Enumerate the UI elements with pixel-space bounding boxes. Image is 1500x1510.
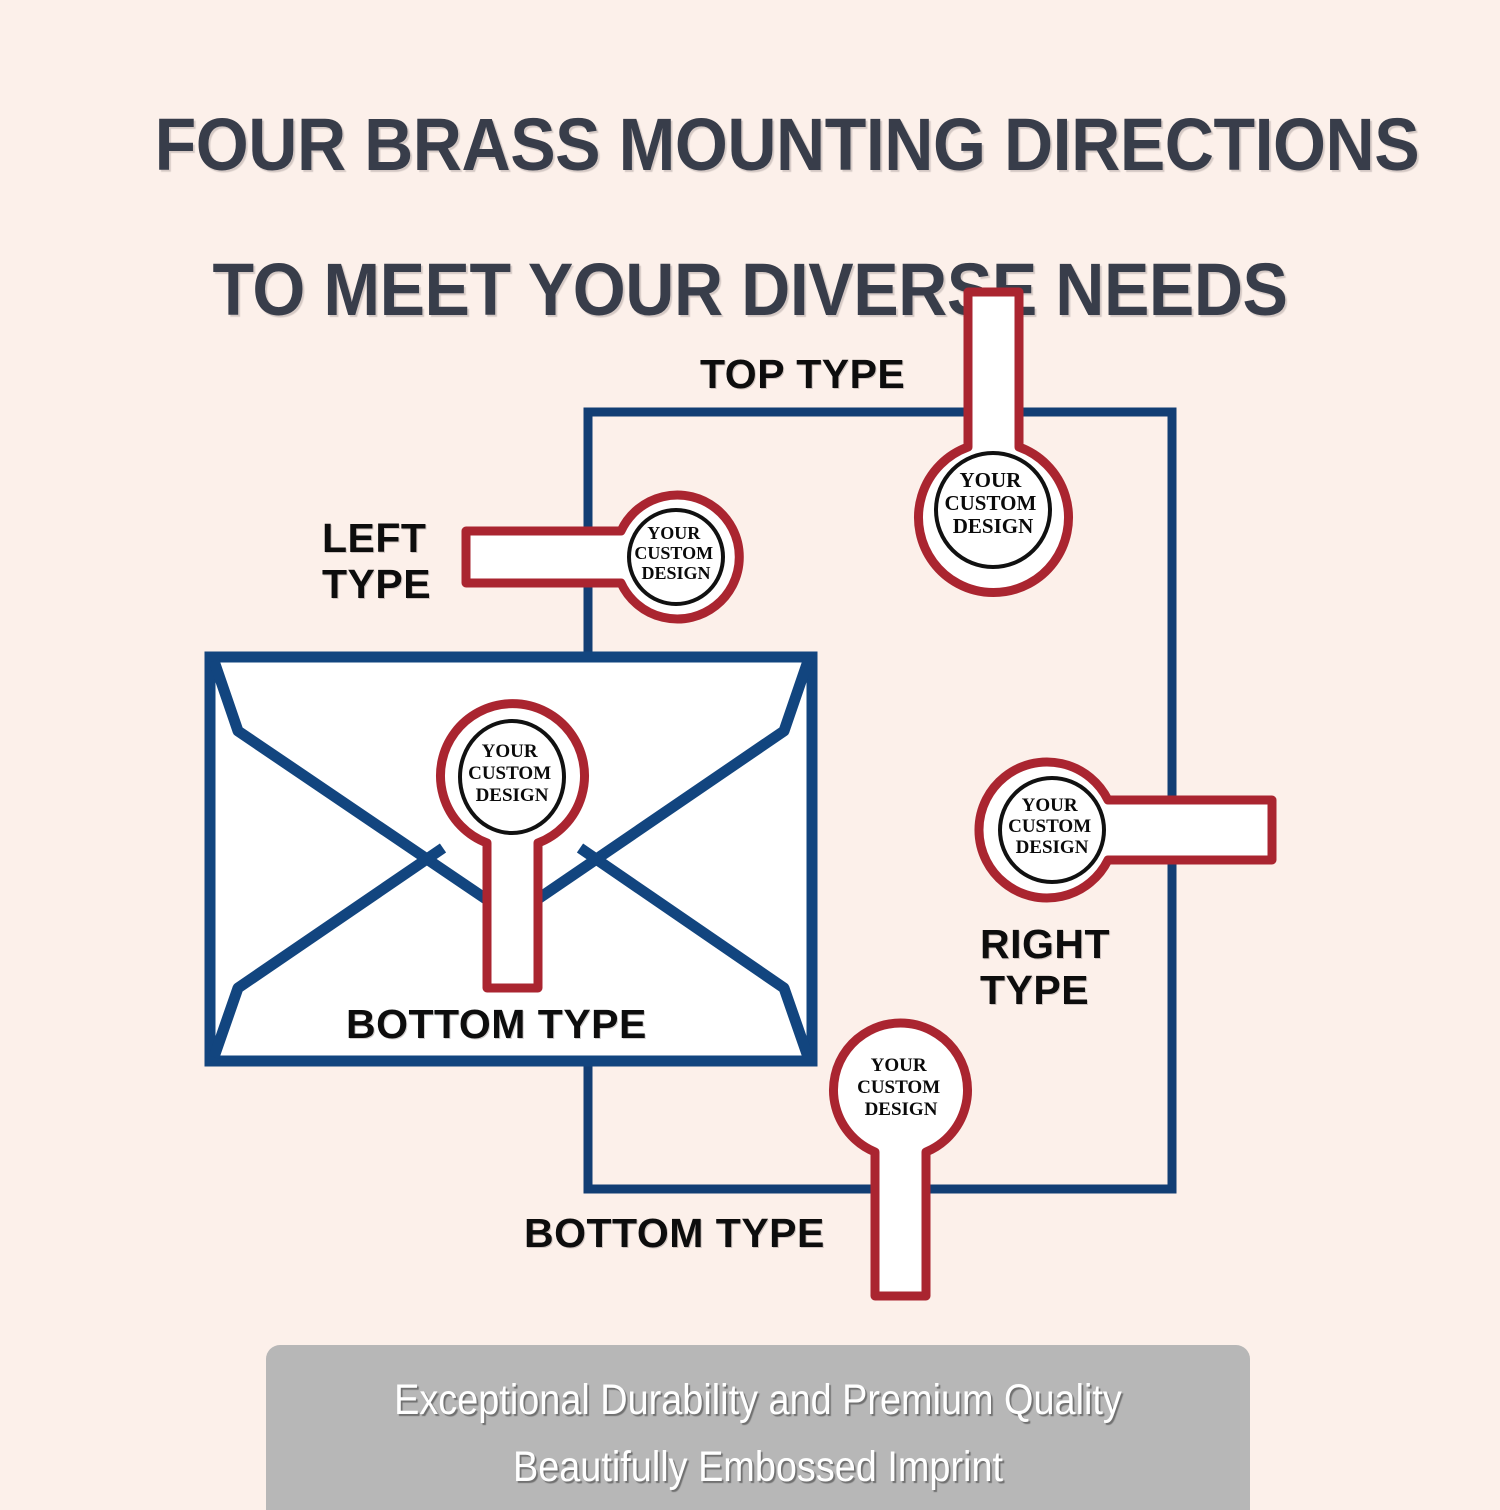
- stamp-line-3: DESIGN: [1016, 837, 1089, 858]
- bottom-type-stamp-outer[interactable]: YOUR CUSTOM DESIGN: [829, 1018, 972, 1301]
- stamp-line-3: DESIGN: [865, 1099, 938, 1120]
- footer-line-1: Exceptional Durability and Premium Quali…: [394, 1376, 1122, 1424]
- stamp-line-1: YOUR: [1022, 795, 1078, 816]
- stamp-line-1: YOUR: [647, 523, 701, 543]
- footer-banner: Exceptional Durability and Premium Quali…: [266, 1345, 1250, 1510]
- stamp-line-1: YOUR: [959, 468, 1022, 492]
- stamp-line-1: YOUR: [871, 1055, 927, 1076]
- bottom-type-stamp-envelope-inner-ring: [458, 719, 566, 835]
- envelope-fold-left: [208, 843, 447, 1059]
- right-type-stamp-inner-ring: [998, 776, 1106, 884]
- left-type-stamp-text: YOUR CUSTOM DESIGN: [634, 523, 717, 583]
- stamp-line-2: CUSTOM: [634, 543, 713, 563]
- top-type-stamp-inner-ring: [934, 451, 1052, 569]
- label-left-type: LEFT TYPE: [322, 515, 432, 607]
- label-bottom-type-envelope: BOTTOM TYPE: [346, 1001, 647, 1047]
- stamp-line-3: DESIGN: [641, 563, 710, 583]
- stamp-line-3: DESIGN: [476, 785, 549, 806]
- footer-line-2: Beautifully Embossed Imprint: [512, 1442, 1004, 1491]
- stamp-line-2: CUSTOM: [857, 1077, 940, 1098]
- left-type-stamp-shape: [461, 490, 744, 624]
- envelope-fold-right: [576, 843, 814, 1059]
- bottom-type-stamp-outer-text: YOUR CUSTOM DESIGN: [857, 1055, 945, 1120]
- stamp-line-2: CUSTOM: [944, 491, 1036, 515]
- right-type-stamp-shape: [974, 757, 1277, 903]
- left-type-stamp-inner-ring: [627, 508, 725, 606]
- headline-line-2: TO MEET YOUR DIVERSE NEEDS: [212, 247, 1288, 331]
- top-type-stamp-shape: [914, 287, 1073, 597]
- bottom-type-stamp-envelope-text: YOUR CUSTOM DESIGN: [468, 741, 556, 806]
- top-type-stamp[interactable]: YOUR CUSTOM DESIGN: [914, 287, 1073, 597]
- envelope-flap-right: [509, 659, 814, 921]
- bottom-type-stamp-envelope[interactable]: YOUR CUSTOM DESIGN: [436, 699, 589, 993]
- label-top-type: TOP TYPE: [700, 351, 906, 397]
- right-type-stamp-text: YOUR CUSTOM DESIGN: [1008, 795, 1096, 858]
- stamp-line-2: CUSTOM: [1008, 816, 1091, 837]
- envelope-flap-left: [208, 659, 515, 921]
- bottom-type-stamp-outer-shape: [829, 1018, 972, 1301]
- page-title: FOUR BRASS MOUNTING DIRECTIONS TO MEET Y…: [60, 36, 1440, 471]
- label-right-type: RIGHT TYPE: [980, 921, 1111, 1013]
- left-type-stamp[interactable]: YOUR CUSTOM DESIGN: [461, 490, 744, 624]
- stamp-line-3: DESIGN: [953, 514, 1034, 538]
- stamp-line-2: CUSTOM: [468, 763, 551, 784]
- top-type-stamp-text: YOUR CUSTOM DESIGN: [944, 468, 1041, 538]
- label-bottom-type-outer: BOTTOM TYPE: [524, 1210, 825, 1256]
- right-type-stamp[interactable]: YOUR CUSTOM DESIGN: [974, 757, 1277, 903]
- headline-line-1: FOUR BRASS MOUNTING DIRECTIONS: [154, 102, 1420, 186]
- stamp-line-1: YOUR: [482, 741, 538, 762]
- bottom-type-stamp-envelope-shape: [436, 699, 589, 993]
